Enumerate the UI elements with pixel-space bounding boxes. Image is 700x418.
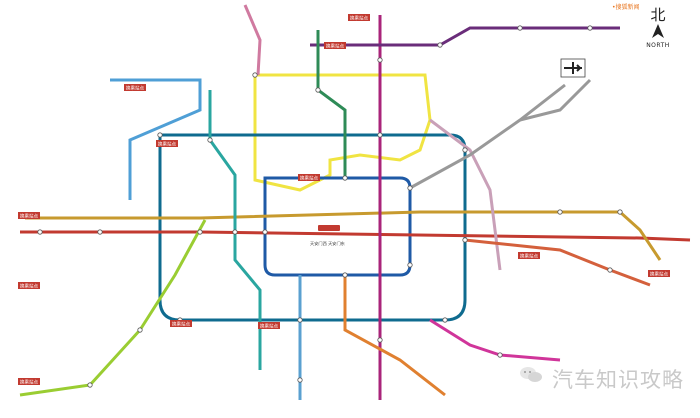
svg-text:换乘站点: 换乘站点	[20, 379, 38, 386]
line-tags: 换乘站点 换乘站点 换乘站点 换乘站点 换乘站点 换乘站点 换乘站点 换乘站点 …	[18, 14, 670, 386]
svg-text:换乘站点: 换乘站点	[158, 141, 176, 148]
north-cn-label: 北	[650, 6, 666, 24]
north-arrow-icon	[652, 24, 664, 38]
line-13-route	[253, 73, 432, 192]
changping-line-route	[243, 4, 262, 76]
line-2-route	[263, 176, 412, 277]
tiananmen-label: 天安门西 天安门东	[310, 240, 345, 247]
svg-text:换乘站点: 换乘站点	[20, 213, 38, 220]
north-indicator: 北 NORTH	[640, 8, 676, 56]
airplane-icon	[560, 58, 586, 78]
watermark-label: 汽车知识攻略	[552, 368, 684, 392]
brand-top-label: •搜狐新闻	[612, 4, 640, 11]
yizhuang-line-route	[429, 318, 561, 362]
airport-express-branch	[519, 78, 592, 122]
line-15-route	[310, 26, 620, 47]
svg-text:换乘站点: 换乘站点	[326, 43, 344, 50]
line-1-route	[20, 230, 691, 242]
svg-text:换乘站点: 换乘站点	[172, 321, 190, 328]
svg-text:换乘站点: 换乘站点	[350, 15, 368, 22]
line-8-route	[316, 30, 347, 178]
line-9-route	[19, 219, 207, 397]
north-en-label: NORTH	[646, 42, 670, 49]
line-14-route	[429, 118, 502, 271]
svg-text:换乘站点: 换乘站点	[260, 323, 278, 330]
south-line-route	[343, 275, 446, 397]
west-line-route	[110, 78, 202, 200]
airport-express-route	[409, 83, 566, 190]
svg-text:换乘站点: 换乘站点	[650, 271, 668, 278]
svg-text:换乘站点: 换乘站点	[300, 175, 318, 182]
wechat-icon	[520, 367, 542, 382]
line-10-route	[158, 133, 467, 322]
svg-text:换乘站点: 换乘站点	[126, 85, 144, 92]
svg-text:换乘站点: 换乘站点	[20, 283, 38, 290]
svg-text:换乘站点: 换乘站点	[520, 253, 538, 260]
line-6-route	[25, 210, 662, 261]
batong-line-route	[464, 238, 651, 287]
line-4-route	[208, 90, 262, 370]
tiananmen-marker	[318, 225, 340, 231]
station-markers	[37, 25, 623, 388]
